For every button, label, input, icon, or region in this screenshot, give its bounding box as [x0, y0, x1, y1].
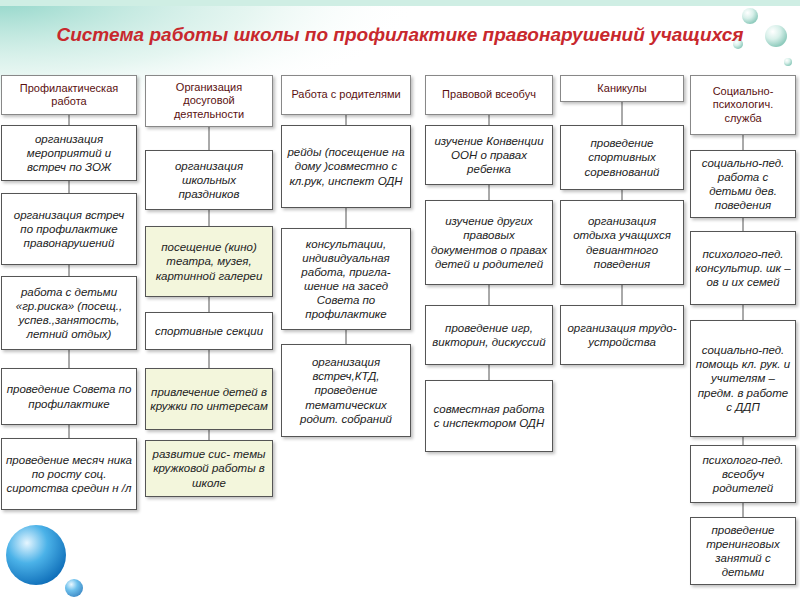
activity-box: развитие сис- темы кружковой работы в шк…	[145, 440, 273, 497]
diagram-title: Система работы школы по профилактике пра…	[0, 24, 800, 46]
header-text: Работа с родителями	[291, 88, 400, 101]
header-text: Каникулы	[597, 82, 646, 95]
box-text: социально-пед. работа с детьми дев. пове…	[695, 156, 791, 212]
connector-line	[489, 185, 490, 200]
connector-line	[346, 330, 347, 344]
water-drop	[742, 8, 758, 24]
column-header: Организация досуговой деятельности	[145, 75, 273, 127]
box-text: организация мероприятий и встреч по ЗОЖ	[6, 132, 132, 174]
connector-line	[209, 297, 210, 312]
connector-line	[69, 265, 70, 276]
header-text: Профилактическая работа	[6, 82, 132, 109]
header-text: Правовой всеобуч	[442, 88, 536, 101]
activity-box: проведение месяч ника по росту соц. сиро…	[1, 438, 137, 510]
connector-line	[209, 350, 210, 368]
box-text: организация встреч,КТД, проведение темат…	[286, 355, 406, 425]
box-text: организация трудо- устройства	[565, 321, 679, 349]
connector-line	[622, 285, 623, 305]
connector-line	[69, 115, 70, 125]
box-text: изучение других правовых документов о пр…	[430, 214, 548, 270]
activity-box: рейды (посещение на дому )совместно с кл…	[281, 125, 411, 208]
column-header: Правовой всеобуч	[425, 75, 553, 115]
connector-line	[743, 305, 744, 320]
box-text: проведение месяч ника по росту соц. сиро…	[6, 453, 132, 495]
activity-box: проведение спортивных соревнований	[560, 125, 684, 190]
box-text: организация школьных праздников	[150, 159, 268, 201]
connector-line	[346, 208, 347, 228]
connector-line	[743, 503, 744, 517]
box-text: социально-пед. помощь кл. рук. и учителя…	[695, 343, 791, 413]
box-text: работа с детьми «гр.риска» (посещ., успе…	[6, 285, 132, 341]
header-text: Социально-психологич. служба	[695, 85, 791, 125]
box-text: проведение Совета по профилактике	[6, 382, 132, 410]
activity-box: организация встреч по профилактике право…	[1, 193, 137, 265]
box-text: психолого-пед. консультир. шк – ов и их …	[695, 247, 791, 289]
box-text: проведение тренинговых занятий с детьми	[695, 523, 791, 579]
activity-box: психолого-пед. всеобуч родителей	[690, 445, 796, 503]
box-text: рейды (посещение на дому )совместно с кл…	[286, 145, 406, 187]
box-text: развитие сис- темы кружковой работы в шк…	[150, 447, 268, 489]
connector-line	[346, 115, 347, 125]
activity-box: привлечение детей в кружки по интересам	[145, 368, 273, 430]
header-text: Организация досуговой деятельности	[150, 81, 268, 121]
activity-box: организация мероприятий и встреч по ЗОЖ	[1, 125, 137, 181]
column-header: Профилактическая работа	[1, 75, 137, 115]
connector-line	[743, 437, 744, 445]
box-text: психолого-пед. всеобуч родителей	[695, 453, 791, 495]
activity-box: изучение других правовых документов о пр…	[425, 200, 553, 285]
box-text: привлечение детей в кружки по интересам	[150, 385, 268, 413]
water-drop	[784, 58, 792, 66]
connector-line	[209, 127, 210, 150]
blue-bubble	[65, 579, 83, 597]
box-text: организация встреч по профилактике право…	[6, 208, 132, 250]
box-text: изучение Конвенции ООН о правах ребенка	[430, 134, 548, 176]
column-header: Работа с родителями	[281, 75, 411, 115]
box-text: проведение спортивных соревнований	[565, 136, 679, 178]
connector-line	[489, 115, 490, 125]
box-text: организация отдыха учащихся девиантного …	[565, 214, 679, 270]
activity-box: проведение тренинговых занятий с детьми	[690, 517, 796, 585]
connector-line	[69, 350, 70, 368]
activity-box: изучение Конвенции ООН о правах ребенка	[425, 125, 553, 185]
activity-box: организация отдыха учащихся девиантного …	[560, 200, 684, 285]
connector-line	[209, 430, 210, 440]
activity-box: посещение (кино) театра, музея, картинно…	[145, 226, 273, 297]
activity-box: проведение игр, викторин, дискуссий	[425, 305, 553, 365]
box-text: консультации, индивидуальная работа, при…	[286, 237, 406, 321]
activity-box: социально-пед. работа с детьми дев. пове…	[690, 150, 796, 218]
activity-box: организация встреч,КТД, проведение темат…	[281, 344, 411, 437]
activity-box: организация школьных праздников	[145, 150, 273, 210]
water-drop	[765, 25, 787, 47]
activity-box: социально-пед. помощь кл. рук. и учителя…	[690, 320, 796, 437]
activity-box: организация трудо- устройства	[560, 305, 684, 365]
connector-line	[743, 135, 744, 150]
activity-box: спортивные секции	[145, 312, 273, 350]
activity-box: консультации, индивидуальная работа, при…	[281, 228, 411, 330]
blue-bubble	[6, 525, 66, 585]
connector-line	[209, 210, 210, 226]
column-header: Каникулы	[560, 75, 684, 102]
activity-box: совместная работа с инспектором ОДН	[425, 380, 553, 452]
box-text: проведение игр, викторин, дискуссий	[430, 321, 548, 349]
connector-line	[489, 285, 490, 305]
top-band	[0, 0, 800, 6]
activity-box: психолого-пед. консультир. шк – ов и их …	[690, 231, 796, 305]
connector-line	[69, 181, 70, 193]
box-text: совместная работа с инспектором ОДН	[430, 402, 548, 430]
connector-line	[69, 425, 70, 438]
box-text: спортивные секции	[155, 324, 263, 338]
activity-box: проведение Совета по профилактике	[1, 368, 137, 425]
column-header: Социально-психологич. служба	[690, 75, 796, 135]
connector-line	[622, 190, 623, 200]
connector-line	[489, 365, 490, 380]
connector-line	[622, 102, 623, 125]
activity-box: работа с детьми «гр.риска» (посещ., успе…	[1, 276, 137, 350]
connector-line	[743, 218, 744, 231]
box-text: посещение (кино) театра, музея, картинно…	[150, 240, 268, 282]
